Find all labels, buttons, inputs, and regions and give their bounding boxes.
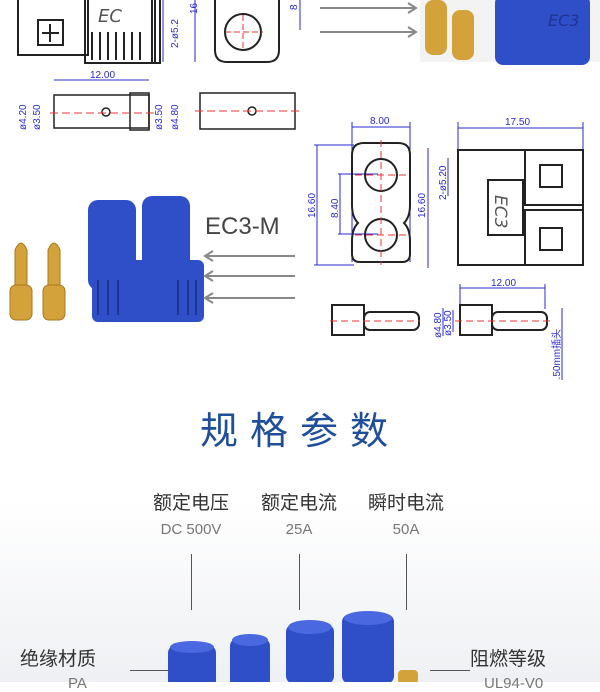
leader-line: [191, 554, 192, 610]
spec-label: 阻燃等级: [470, 648, 547, 670]
dim-height-2: 16.60: [417, 193, 428, 218]
model-label: EC3-M: [205, 213, 280, 240]
dim-d2: ø3.50: [32, 104, 43, 130]
dim-pin-d1: ø4.80: [433, 312, 444, 338]
dim-hole: 2-ø5.20: [438, 165, 449, 200]
dim-d3: ø3.50: [154, 104, 165, 130]
connector-product-photo: [168, 611, 418, 682]
spec-value: 25A: [285, 521, 313, 538]
dim-pin-length: 12.00: [491, 278, 516, 289]
dim-height-1: 16.60: [307, 193, 318, 218]
svg-text:EC3: EC3: [548, 11, 579, 30]
leader-line: [130, 670, 172, 671]
spec-flame-rating: 阻燃等级 UL94-V0: [470, 644, 590, 692]
dim-pin-length: 12.00: [90, 70, 115, 81]
dim-pitch: 8: [289, 4, 300, 10]
spec-peak-current: 瞬时电流 50A: [346, 488, 466, 538]
dim-height: 16: [189, 2, 200, 14]
spec-label: 瞬时电流: [367, 492, 444, 514]
spec-label: 额定电流: [260, 492, 337, 514]
female-connector-drawing: EC 2-ø5.2 16 8 12.00 ø4.20 ø3.50 ø3.50 ø…: [17, 0, 301, 131]
spec-value: DC 500V: [160, 521, 222, 538]
dim-d4: ø4.80: [170, 104, 181, 130]
dim-pin-tip: 3.50mm插头: [550, 329, 563, 385]
dim-d1: ø4.20: [18, 104, 29, 130]
spec-value: UL94-V0: [484, 675, 544, 692]
female-connector-photo: EC3: [320, 0, 600, 65]
spec-insulation: 绝缘材质 PA: [20, 644, 140, 692]
dim-hole: 2-ø5.2: [170, 19, 181, 48]
spec-section: 规格参数 额定电压 DC 500V 额定电流 25A 瞬时电流 50A 绝缘材质…: [0, 380, 600, 692]
ec3-logo: EC3: [490, 195, 510, 228]
spec-label: 绝缘材质: [20, 648, 97, 670]
spec-rated-voltage: 额定电压 DC 500V: [131, 488, 251, 538]
spec-value: PA: [68, 675, 87, 692]
ec3-logo: EC: [98, 6, 122, 27]
spec-rated-current: 额定电流 25A: [239, 488, 359, 538]
dim-length: 17.50: [505, 117, 530, 128]
leader-line: [406, 554, 407, 610]
dim-pin-d2: ø3.50: [443, 310, 454, 336]
male-connector-photo: [9, 196, 295, 322]
leader-line: [299, 554, 300, 610]
section-title: 规格参数: [199, 409, 400, 453]
male-connector-drawing: 8.00 17.50 16.60 8.40 16.60 2-ø5.20 12.0…: [307, 116, 584, 390]
spec-value: 50A: [392, 521, 420, 538]
leader-line: [430, 670, 470, 671]
spec-label: 额定电压: [152, 492, 229, 514]
dim-pitch: 8.40: [330, 198, 341, 218]
dim-width: 8.00: [370, 116, 390, 127]
